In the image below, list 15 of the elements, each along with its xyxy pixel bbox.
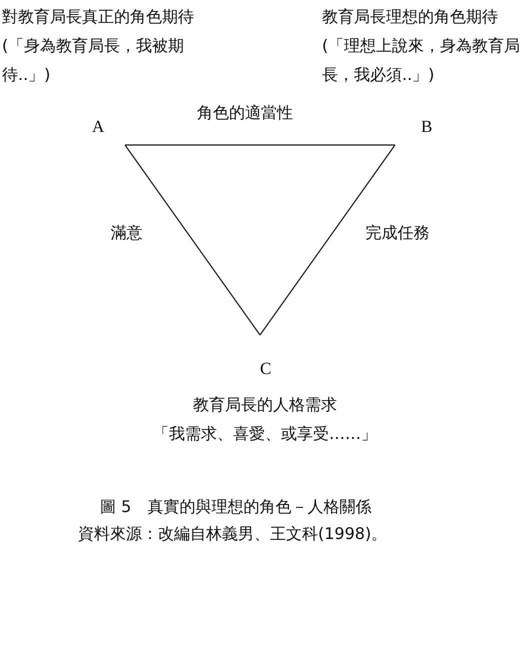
triangle-side bbox=[125, 144, 395, 146]
triangle-side bbox=[124, 144, 260, 336]
vertex-label: A bbox=[92, 118, 104, 135]
vertex-label: C bbox=[260, 360, 272, 377]
triangle-side bbox=[260, 144, 396, 336]
annotation-text: 對教育局長真正的角色期待(「身為教育局長，我被期待..」) bbox=[2, 6, 195, 86]
annotation-text: 教育局長理想的角色期待(「理想上說來，身為教育局長，我必須..」) bbox=[322, 6, 522, 86]
vertex-label: B bbox=[421, 118, 432, 135]
annotation-text: 「我需求、喜愛、或享受……」 bbox=[152, 423, 378, 445]
annotation-text: 教育局長的人格需求 bbox=[192, 394, 338, 416]
edge-label: 角色的適當性 bbox=[197, 102, 293, 124]
edge-label: 完成任務 bbox=[366, 222, 430, 244]
figure-caption: 圖 5 真實的與理想的角色－人格關係 bbox=[100, 496, 372, 518]
source-note: 資料來源：改編自林義男、王文科(1998)。 bbox=[78, 523, 388, 545]
edge-label: 滿意 bbox=[110, 222, 142, 244]
